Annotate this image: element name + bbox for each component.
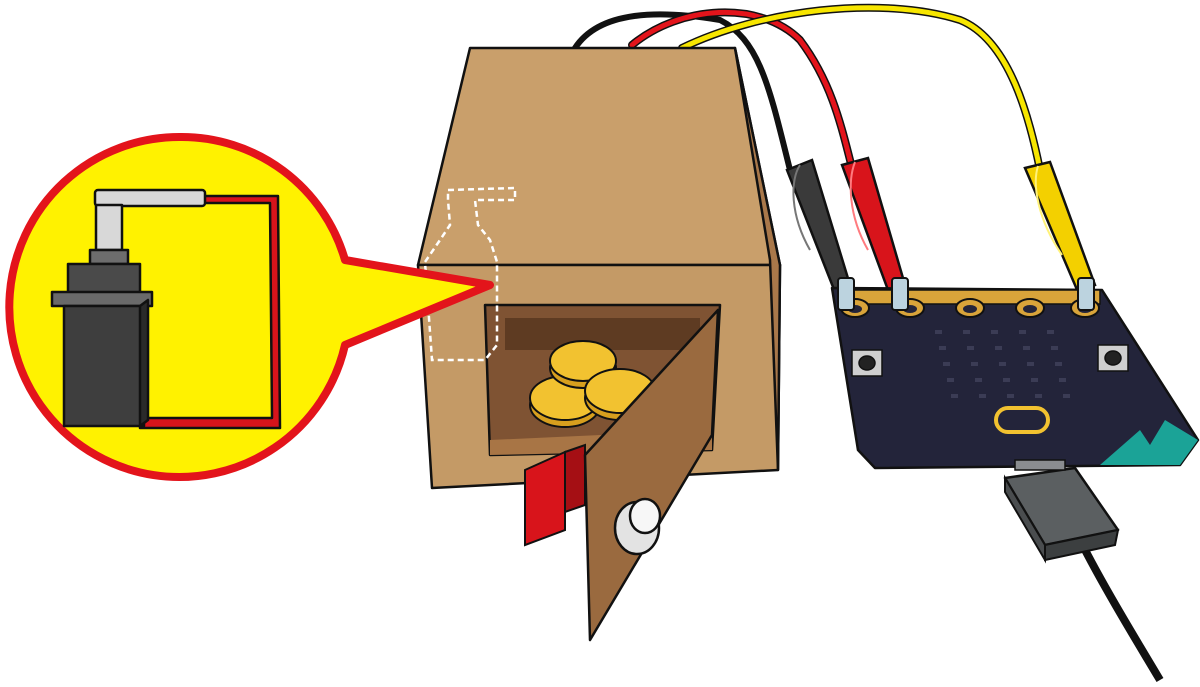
coins: [529, 340, 656, 428]
hidden-servo-outline: [423, 186, 517, 362]
led: [1055, 362, 1062, 366]
led: [951, 394, 958, 398]
led: [1023, 346, 1030, 350]
led: [939, 346, 946, 350]
led: [935, 330, 942, 334]
led: [1051, 346, 1058, 350]
led: [1027, 362, 1034, 366]
button-b: [1097, 344, 1129, 372]
microbit-board: [830, 277, 1200, 470]
cardboard-box: [416, 46, 782, 490]
red-latch: [524, 443, 586, 547]
led: [1047, 330, 1054, 334]
board-accent: [1100, 420, 1198, 465]
led: [975, 378, 982, 382]
led: [1007, 394, 1014, 398]
led: [967, 346, 974, 350]
led: [943, 362, 950, 366]
box-top: [416, 46, 782, 267]
led: [963, 330, 970, 334]
board-logo: [994, 406, 1050, 434]
servo-motor-icon: [50, 188, 282, 430]
led: [1035, 394, 1042, 398]
cable: [1076, 538, 1164, 683]
led-matrix: [935, 330, 1070, 398]
box-side: [733, 46, 782, 472]
led: [1059, 378, 1066, 382]
led: [991, 330, 998, 334]
wires: [572, 3, 1044, 174]
led: [947, 378, 954, 382]
led: [1019, 330, 1026, 334]
button-a: [851, 349, 883, 377]
crocodile-clip-icon: [785, 156, 1097, 294]
led: [1031, 378, 1038, 382]
led: [999, 362, 1006, 366]
led: [995, 346, 1002, 350]
black-clip: [785, 158, 852, 294]
usb-cable: [1003, 459, 1164, 683]
box-door: [583, 308, 720, 642]
led: [971, 362, 978, 366]
led: [1063, 394, 1070, 398]
led: [1003, 378, 1010, 382]
led: [979, 394, 986, 398]
black-wire: [572, 11, 793, 173]
